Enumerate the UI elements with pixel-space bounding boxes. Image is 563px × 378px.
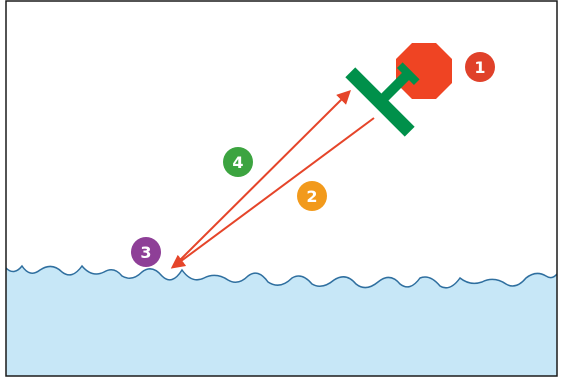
badge-4: 4	[223, 147, 253, 177]
badge-4-label: 4	[232, 153, 243, 172]
badge-1: 1	[465, 52, 495, 82]
badge-2: 2	[297, 181, 327, 211]
badge-3-label: 3	[140, 243, 151, 262]
badge-2-label: 2	[306, 187, 317, 206]
badge-3: 3	[131, 237, 161, 267]
badge-1-label: 1	[474, 58, 485, 77]
